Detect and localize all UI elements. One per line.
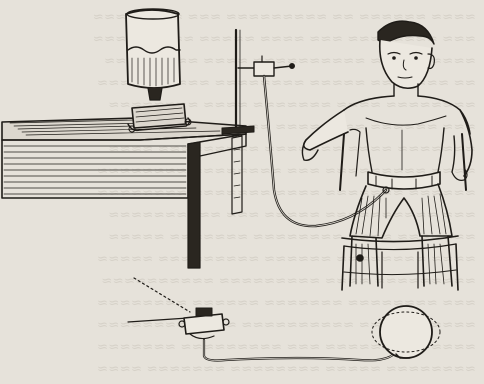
seated-boy <box>302 21 472 286</box>
balloon-diagram <box>128 278 440 361</box>
water-bottle <box>126 9 191 132</box>
retort-stand <box>222 30 295 134</box>
rubber-tube <box>264 76 386 226</box>
table <box>2 118 246 268</box>
